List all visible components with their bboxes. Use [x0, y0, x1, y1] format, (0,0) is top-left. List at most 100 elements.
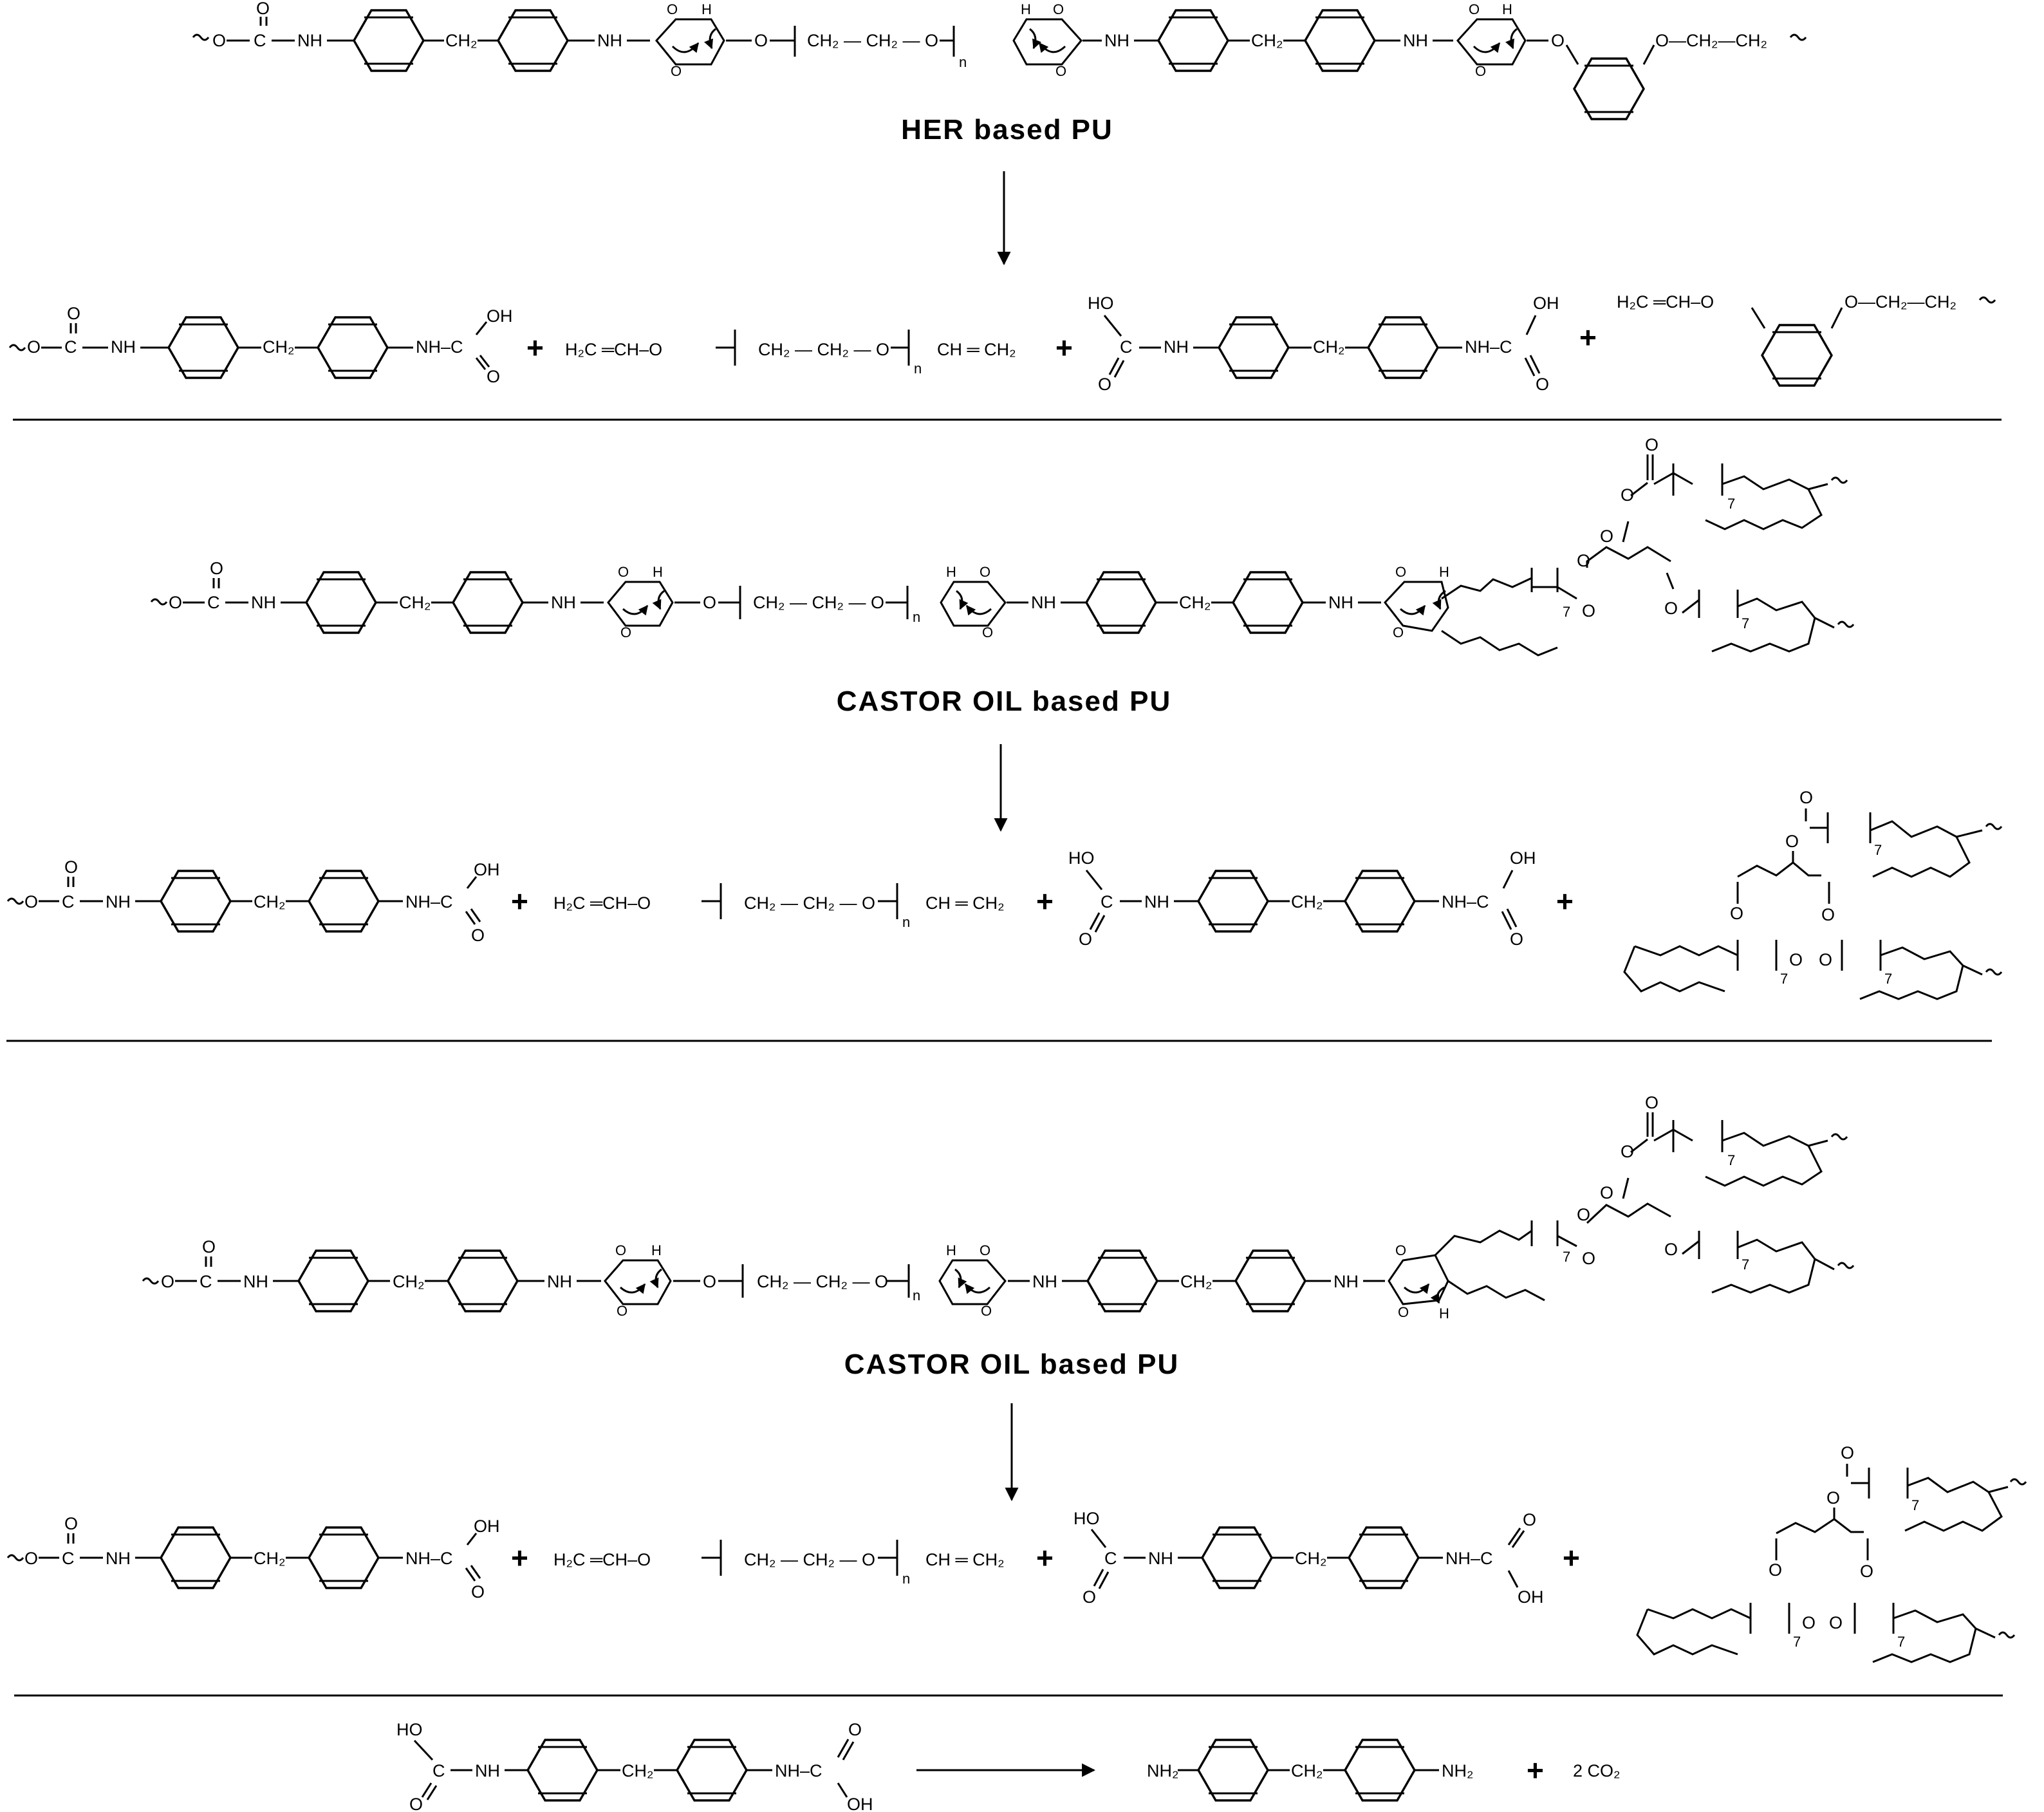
- svg-text:NH–C: NH–C: [775, 1761, 822, 1780]
- svg-text:CH₂: CH₂: [445, 31, 477, 50]
- svg-text:+: +: [1527, 1753, 1544, 1787]
- svg-text:+: +: [1556, 884, 1574, 918]
- svg-text:O: O: [980, 564, 990, 580]
- svg-text:7: 7: [1727, 496, 1735, 512]
- svg-text:7: 7: [1897, 1634, 1905, 1650]
- castor2-benzene-1: [297, 1249, 369, 1312]
- svg-text:O: O: [1621, 485, 1634, 505]
- svg-text:NH–C: NH–C: [1465, 337, 1512, 357]
- svg-text:H₂C ═CH–O: H₂C ═CH–O: [1617, 292, 1714, 312]
- svg-text:O: O: [981, 1303, 992, 1319]
- svg-text:NH: NH: [106, 892, 131, 911]
- svg-text:O: O: [256, 0, 270, 18]
- svg-text:+: +: [1563, 1541, 1580, 1574]
- svg-text:+: +: [526, 331, 544, 364]
- benzene-ring-1: [353, 9, 425, 72]
- svg-text:C: C: [64, 337, 77, 357]
- svg-text:CH₂ — CH₂ — O: CH₂ — CH₂ — O: [753, 593, 884, 612]
- castor2-cleavage-2: H O O: [938, 1242, 1007, 1319]
- svg-text:NH: NH: [243, 1272, 268, 1291]
- svg-text:H₂C ═CH–O: H₂C ═CH–O: [553, 1550, 651, 1569]
- svg-text:O: O: [1802, 1613, 1816, 1632]
- svg-text:OH: OH: [487, 306, 513, 326]
- svg-text:H: H: [1439, 564, 1449, 580]
- svg-text:CH₂: CH₂: [263, 337, 294, 357]
- svg-text:O: O: [1536, 375, 1549, 394]
- svg-text:O: O: [1398, 1304, 1409, 1320]
- svg-text:O: O: [1645, 1093, 1658, 1112]
- svg-text:7: 7: [1911, 1497, 1919, 1513]
- svg-text:CH₂ — CH₂ — O: CH₂ — CH₂ — O: [757, 1272, 888, 1291]
- svg-text:C: C: [432, 1761, 445, 1780]
- castor1-benzene-4: [1232, 571, 1304, 634]
- svg-text:O: O: [1826, 1488, 1840, 1508]
- castor1-products: O C O NH CH₂ NH–C OH O + H₂C ═CH–O CH₂ —…: [6, 788, 2003, 1000]
- castor-pu-structure-2: O C O NH CH₂ NH O H O O CH₂ — CH₂ — O n: [142, 1093, 1855, 1322]
- svg-text:C: C: [1101, 892, 1113, 911]
- svg-text:O: O: [210, 559, 223, 578]
- svg-text:NH–C: NH–C: [405, 892, 453, 911]
- svg-text:CH ═ CH₂: CH ═ CH₂: [937, 340, 1016, 359]
- svg-text:O: O: [1523, 1510, 1536, 1529]
- her-pu-caption: HER based PU: [901, 114, 1113, 145]
- carbamate-cleavage-1: O H O: [655, 1, 725, 79]
- svg-text:O: O: [615, 1242, 626, 1258]
- svg-text:O: O: [618, 564, 629, 580]
- svg-text:OH: OH: [1510, 848, 1536, 868]
- svg-text:O: O: [202, 1237, 216, 1256]
- svg-text:O: O: [64, 857, 78, 877]
- svg-text:O: O: [1821, 905, 1835, 924]
- diamine-benzene-1: [1197, 1739, 1269, 1802]
- p2-benzene-1: [160, 870, 232, 933]
- svg-text:O: O: [1098, 375, 1111, 394]
- svg-text:O: O: [24, 1549, 38, 1568]
- svg-text:O: O: [212, 31, 226, 50]
- product-benzene-3: [1218, 316, 1290, 379]
- svg-text:NH: NH: [111, 337, 136, 357]
- castor1-cleavage-2: H O O: [940, 564, 1007, 640]
- benzene-ring-2: [497, 9, 569, 72]
- svg-text:NH–C: NH–C: [405, 1549, 453, 1568]
- svg-text:O: O: [27, 337, 41, 357]
- svg-text:O: O: [1079, 929, 1092, 949]
- svg-text:CH₂: CH₂: [1291, 892, 1323, 911]
- svg-text:n: n: [902, 914, 910, 930]
- svg-text:O: O: [754, 31, 768, 50]
- svg-text:H: H: [653, 564, 663, 580]
- svg-text:HO: HO: [1073, 1509, 1100, 1528]
- carbamate-cleavage-2: H O O: [1012, 1, 1082, 79]
- svg-text:OH: OH: [474, 1517, 500, 1536]
- svg-text:CH₂: CH₂: [254, 1549, 285, 1568]
- svg-text:HO: HO: [396, 1720, 423, 1739]
- castor1-benzene-1: [305, 571, 377, 634]
- svg-text:CH₂: CH₂: [393, 1272, 424, 1291]
- svg-text:NH: NH: [106, 1549, 131, 1568]
- svg-text:O: O: [1600, 527, 1613, 546]
- svg-text:O: O: [617, 1303, 627, 1319]
- svg-text:H: H: [946, 564, 956, 580]
- product-benzene-2: [317, 316, 389, 379]
- svg-text:CH ═ CH₂: CH ═ CH₂: [925, 893, 1005, 913]
- svg-text:O: O: [1577, 551, 1590, 570]
- svg-text:H: H: [1439, 1305, 1449, 1322]
- svg-text:O: O: [1577, 1205, 1590, 1224]
- benzene-ring-5: [1573, 57, 1645, 120]
- svg-text:O: O: [471, 1582, 485, 1602]
- svg-text:O: O: [1395, 1242, 1406, 1258]
- svg-text:O: O: [1789, 950, 1803, 969]
- svg-text:CH ═ CH₂: CH ═ CH₂: [925, 1550, 1005, 1569]
- svg-text:NH₂: NH₂: [1147, 1761, 1178, 1780]
- diamine-benzene-2: [1344, 1739, 1416, 1802]
- castor2-benzene-3: [1086, 1249, 1158, 1312]
- reactant-benzene-1: [526, 1739, 599, 1802]
- svg-text:+: +: [511, 1541, 528, 1574]
- castor2-triglyceride: 7 O O O O O 7 O 7: [1434, 1093, 1855, 1302]
- svg-text:CH₂: CH₂: [1251, 31, 1283, 50]
- svg-text:OH: OH: [474, 860, 500, 879]
- reactant-benzene-2: [676, 1739, 748, 1802]
- castor1-cleavage-3: O H O: [1384, 564, 1449, 640]
- svg-text:O: O: [1582, 1249, 1595, 1268]
- p2-benzene-4: [1344, 870, 1416, 933]
- castor1-benzene-3: [1085, 571, 1157, 634]
- castor-pu-caption-2: CASTOR OIL based PU: [844, 1349, 1179, 1380]
